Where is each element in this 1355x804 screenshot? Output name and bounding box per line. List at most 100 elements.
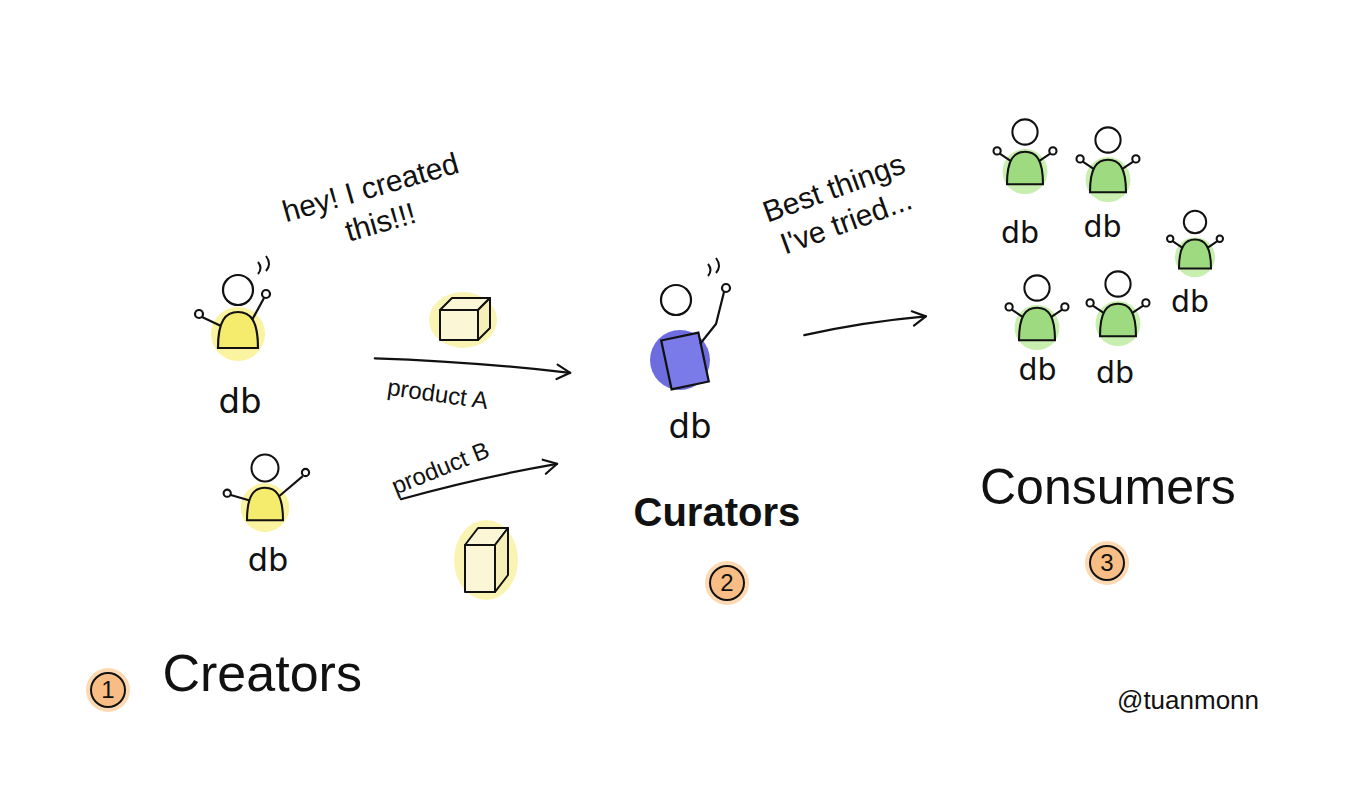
figure-hand (1006, 303, 1013, 310)
figure-glow (1015, 305, 1060, 350)
person-tag: db (1018, 354, 1056, 386)
figure-head (1024, 275, 1049, 300)
figure-arm (1012, 310, 1062, 317)
person-tag: db (1083, 211, 1121, 243)
figure-glow (1175, 237, 1215, 277)
person-figure: db (1155, 205, 1225, 317)
figure-glow (650, 330, 710, 390)
figure-hand (1132, 155, 1139, 162)
arrow-line (375, 358, 570, 373)
figure-head (252, 455, 279, 482)
figure-hand (1167, 236, 1173, 242)
figure-head (661, 285, 691, 315)
cube-glow (429, 292, 497, 348)
stick-figure (994, 119, 1057, 194)
person-figure: db (640, 280, 740, 445)
figure-hand (1217, 236, 1223, 242)
credit-handle: @tuanmonn (1117, 685, 1259, 716)
figure-hand (1049, 147, 1056, 154)
figure-body (1100, 304, 1136, 336)
stick-figure (650, 284, 730, 390)
figure-arm (1000, 154, 1050, 161)
person-figure: db (218, 450, 318, 578)
flow-arrow (804, 311, 926, 335)
person-tag: db (218, 384, 261, 420)
voice-marks (708, 258, 719, 276)
stick-figure (1006, 275, 1069, 350)
person-tag: db (668, 409, 711, 445)
figure-head (1105, 271, 1130, 296)
figure-body (218, 312, 258, 348)
figure-body (247, 488, 283, 520)
figure-hand (994, 147, 1001, 154)
callout-number: 3 (1089, 545, 1125, 581)
cube-face (465, 545, 495, 592)
cube-face (478, 298, 490, 340)
stick-figure (1087, 271, 1150, 346)
speech-text: hey! I created this!!! (262, 141, 489, 269)
figure-hand (1087, 299, 1094, 306)
figure-glow (1086, 157, 1131, 202)
stick-figure (224, 455, 310, 532)
figure-hand (722, 284, 730, 292)
group-name: Curators (634, 488, 801, 536)
figure-arm (231, 495, 250, 500)
figure-arm (252, 298, 264, 320)
figure-head (223, 275, 253, 305)
stick-figure (1077, 127, 1140, 202)
person-figure: db (1000, 270, 1075, 385)
voice-marks (258, 256, 269, 274)
figure-hand (224, 490, 231, 497)
figure-hand (1077, 155, 1084, 162)
arrow-line (804, 316, 926, 335)
figure-body (1090, 160, 1126, 192)
figure-arm (279, 476, 303, 497)
group-name: Creators (163, 642, 362, 704)
cube-face (440, 310, 478, 340)
callout-number: 2 (709, 565, 745, 601)
product-cube (429, 292, 497, 348)
person-figure: db (190, 265, 290, 420)
person-tag: db (1171, 286, 1209, 318)
figure-glow (1096, 301, 1141, 346)
person-tag: db (248, 544, 289, 578)
person-tag: db (1001, 217, 1039, 249)
cube-face (495, 528, 508, 592)
figure-arm (1093, 306, 1143, 313)
figure-arm (1083, 162, 1133, 169)
person-figure: db (1080, 268, 1150, 388)
callout-number: 1 (90, 672, 126, 708)
figure-glow (211, 307, 265, 361)
arrow-label: product A (385, 373, 489, 415)
stick-figure (195, 275, 270, 361)
person-figure: db (1065, 122, 1140, 242)
figure-hand (195, 310, 203, 318)
figure-hand (1142, 299, 1149, 306)
figure-glow (1003, 149, 1048, 194)
product-cube (454, 520, 518, 600)
person-tag: db (1096, 357, 1134, 389)
arrow-head (557, 365, 571, 379)
stick-figure (1167, 211, 1223, 277)
cube-glow (454, 520, 518, 600)
figure-hand (262, 290, 270, 298)
figure-arm (700, 292, 724, 344)
figure-arm (1173, 241, 1218, 247)
arrow-label: product B (387, 436, 493, 500)
speech-text: Best things I've tried... (738, 139, 941, 272)
figure-head (1012, 119, 1037, 144)
arrow-head (543, 460, 557, 474)
figure-body (1007, 152, 1043, 184)
figure-arm (202, 317, 221, 326)
figure-body (1179, 240, 1211, 269)
figure-head (1184, 211, 1206, 233)
figure-glow (241, 483, 290, 532)
figure-body (1019, 308, 1055, 340)
figure-head (1095, 127, 1120, 152)
group-name: Consumers (980, 457, 1236, 517)
person-figure: db (985, 115, 1055, 248)
figure-hand (1061, 303, 1068, 310)
arrow-head (912, 311, 926, 325)
figure-hand (302, 469, 309, 476)
